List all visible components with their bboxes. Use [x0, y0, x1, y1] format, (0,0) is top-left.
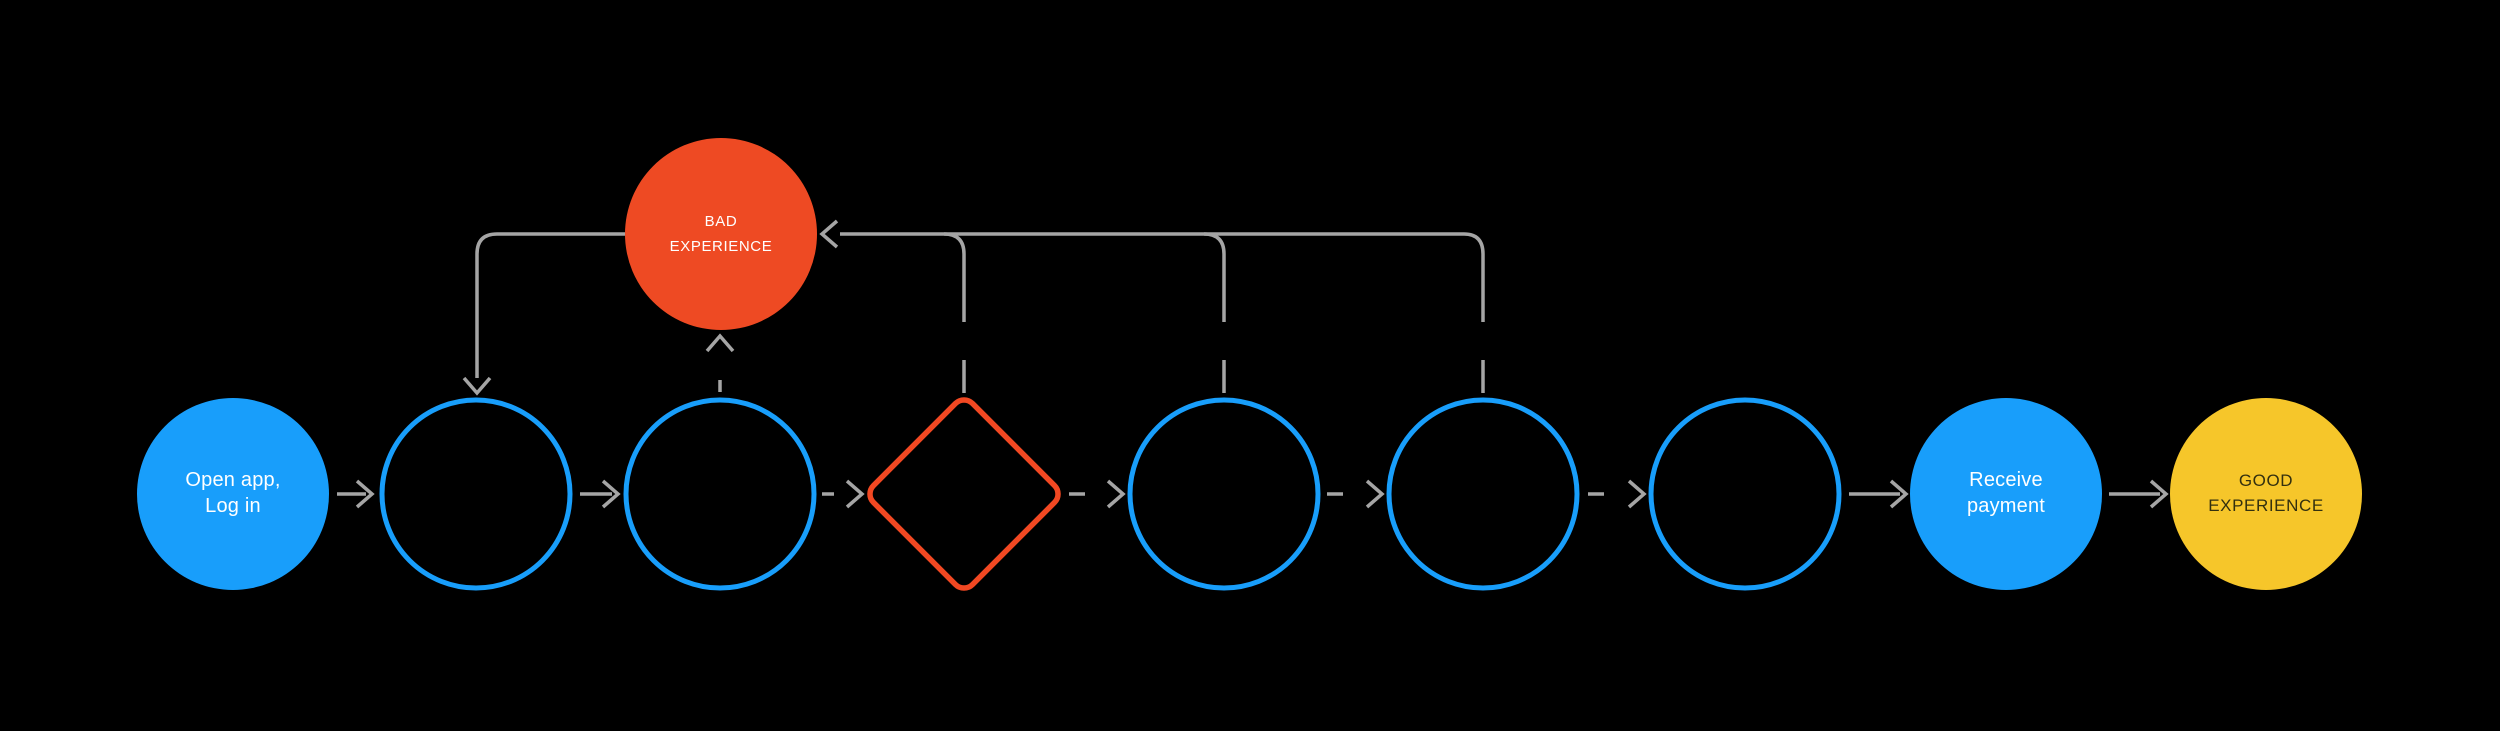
connector-step3-bad: [705, 333, 735, 392]
node-bad-experience[interactable]: [625, 138, 817, 330]
arrowhead-right-icon: [2149, 479, 2169, 509]
node-decision-diamond[interactable]: [865, 395, 1063, 593]
node-step5-empty[interactable]: [1127, 397, 1321, 591]
connector-step7-receive: [1849, 479, 1909, 509]
arrowhead-right-icon: [1889, 479, 1909, 509]
node-start-open-app[interactable]: [137, 398, 329, 590]
arrowhead-right-icon: [601, 479, 621, 509]
arrowhead-up-icon: [705, 333, 735, 353]
arrowhead-right-icon: [1106, 479, 1126, 509]
connector-step2-step3: [580, 479, 621, 509]
connector-step6-step7: [1588, 479, 1647, 509]
node-step3-empty[interactable]: [623, 397, 817, 591]
connector-decision-step5: [1069, 479, 1126, 509]
node-step6-empty[interactable]: [1386, 397, 1580, 591]
connector-start-step2: [337, 479, 375, 509]
connector-receive-good: [2109, 479, 2169, 509]
node-good-experience[interactable]: [2170, 398, 2362, 590]
arrowhead-right-icon: [355, 479, 375, 509]
connector-step5-step6: [1327, 479, 1385, 509]
node-step7-empty[interactable]: [1648, 397, 1842, 591]
connector-layer: [337, 219, 2169, 509]
connector-bad-step2: [462, 232, 625, 396]
node-receive-payment[interactable]: [1910, 398, 2102, 590]
arrowhead-down-icon: [462, 376, 492, 396]
arrowhead-left-icon: [819, 219, 839, 249]
connector-rail-to-bad: [819, 219, 1485, 393]
arrowhead-right-icon: [1365, 479, 1385, 509]
connector-step3-decision: [822, 479, 865, 509]
arrowhead-right-icon: [845, 479, 865, 509]
node-step2-empty[interactable]: [379, 397, 573, 591]
arrowhead-right-icon: [1627, 479, 1647, 509]
